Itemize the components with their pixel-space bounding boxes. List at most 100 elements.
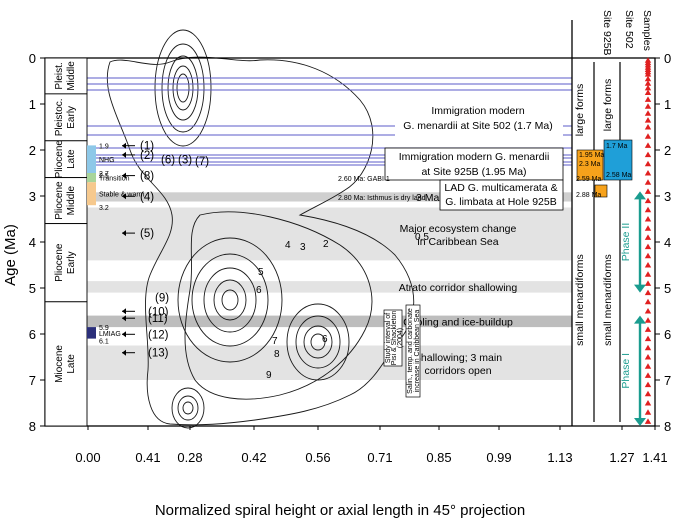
samples-title: Samples [641, 10, 653, 51]
x-tick-label: 0.71 [367, 450, 392, 465]
y-tick-label: 7 [29, 373, 36, 388]
contour-line [213, 279, 247, 321]
y-tick-label: 4 [664, 235, 671, 250]
contour-line [191, 253, 269, 347]
event-arrowhead [122, 142, 126, 149]
event-label: (7) [195, 156, 209, 168]
annotation-text: Pisi & Shackleton [391, 311, 398, 366]
y-axis-title: Age (Ma) [2, 224, 19, 286]
epoch-label: Late [66, 354, 77, 374]
sample-marker [644, 335, 652, 342]
contour-label: 5 [258, 267, 264, 278]
contour-line [172, 65, 194, 111]
event-label: (8) [140, 171, 154, 183]
annotation-text: at Site 925B (1.95 Ma) [421, 166, 526, 178]
sample-marker [644, 289, 652, 296]
sample-marker [644, 363, 652, 369]
climate-value: 6.1 [99, 339, 109, 346]
event-arrowhead [122, 315, 126, 322]
event-label: (5) [140, 228, 154, 240]
annotation-box [395, 102, 563, 136]
contour-label: 0.5 [415, 232, 429, 243]
y-tick-label: 7 [664, 373, 671, 388]
annotation-text: 2.60 Ma: GABI 1 [338, 176, 390, 183]
sample-marker [644, 124, 652, 130]
y-tick-label: 0 [29, 51, 36, 66]
climate-value: 2.7 [99, 171, 109, 178]
x-tick-label: 1.27 [609, 450, 634, 465]
site-925b-box [576, 149, 604, 181]
sample-marker [644, 252, 652, 259]
sample-marker [644, 89, 652, 95]
sample-marker [644, 234, 652, 240]
x-tick-label: 0.85 [426, 450, 451, 465]
y-tick-label: 5 [29, 281, 36, 296]
site-label: small menardiforms [602, 254, 614, 346]
site-label: large forms [602, 79, 614, 132]
epoch-label: Pliocene [54, 181, 65, 220]
contour-line [176, 73, 190, 103]
sample-marker [644, 326, 652, 332]
annotation-text: Immigration modern [431, 105, 525, 117]
event-label: (2) [140, 150, 154, 162]
contour-label: 4 [285, 240, 291, 251]
event-band [45, 281, 572, 293]
site-label: small menardiforms [574, 254, 586, 346]
site-age-label: 2.88 Ma [576, 192, 601, 199]
sample-marker [644, 133, 652, 139]
contour-line [221, 289, 239, 311]
epoch-label: Middle [66, 185, 77, 215]
y-tick-label: 3 [29, 189, 36, 204]
contour-line [182, 401, 194, 415]
sample-marker [644, 381, 652, 388]
annotation-box [439, 179, 564, 211]
phase-label: Phase I [620, 353, 632, 389]
annotation-text: LAD G. multicamerata & [444, 182, 557, 194]
sample-marker [644, 418, 652, 424]
contour-label: 2 [323, 239, 329, 250]
sample-marker [644, 197, 652, 204]
event-arrowhead [122, 331, 126, 338]
event-label: (3) [178, 155, 192, 167]
annotation-box [384, 147, 564, 181]
site-name: Site 502 [623, 10, 635, 49]
band-label: corridors open [424, 365, 491, 377]
contour-line [154, 29, 212, 147]
band-label: Major ecosystem change [400, 223, 517, 235]
x-tick-label: 0.99 [486, 450, 511, 465]
band-label: Shallowing; 3 main [414, 352, 502, 364]
event-arrowhead [122, 230, 126, 237]
x-tick-label: 0.00 [75, 450, 100, 465]
sample-marker [644, 308, 652, 314]
y-tick-label: 1 [664, 97, 671, 112]
climate-label: Transition [99, 176, 130, 183]
event-label: (6) [161, 155, 175, 167]
event-band [45, 345, 572, 380]
site-925b-box [594, 184, 608, 198]
y-tick-label: 2 [664, 143, 671, 158]
sample-marker [644, 142, 652, 148]
y-tick-label: 1 [29, 97, 36, 112]
event-arrowhead [122, 193, 126, 200]
y-tick-label: 0 [664, 51, 671, 66]
y-tick-label: 8 [664, 419, 671, 434]
climate-value: 1.9 [99, 143, 109, 150]
event-markers: (1)(2)(3)(6)(7)(8)(4)(5)(9)(10)(11)(12)(… [122, 141, 209, 360]
climate-interval [87, 145, 96, 173]
annotation-text: G. limbata at Hole 925B [445, 196, 556, 208]
phase-arrowhead [634, 315, 646, 324]
sample-marker [644, 344, 652, 351]
sample-marker [644, 243, 652, 250]
climate-value: 5.9 [99, 325, 109, 332]
site-age-label: 2.3 Ma [579, 161, 601, 168]
annotation-text: Salin., temp. and carbonate [407, 308, 414, 394]
event-arrowhead [122, 172, 126, 179]
phase-arrowhead [634, 418, 646, 426]
sample-marker [644, 96, 652, 102]
contour-line [184, 211, 373, 400]
epoch-label: Pliocene [54, 243, 65, 282]
y-tick-label: 2 [29, 143, 36, 158]
